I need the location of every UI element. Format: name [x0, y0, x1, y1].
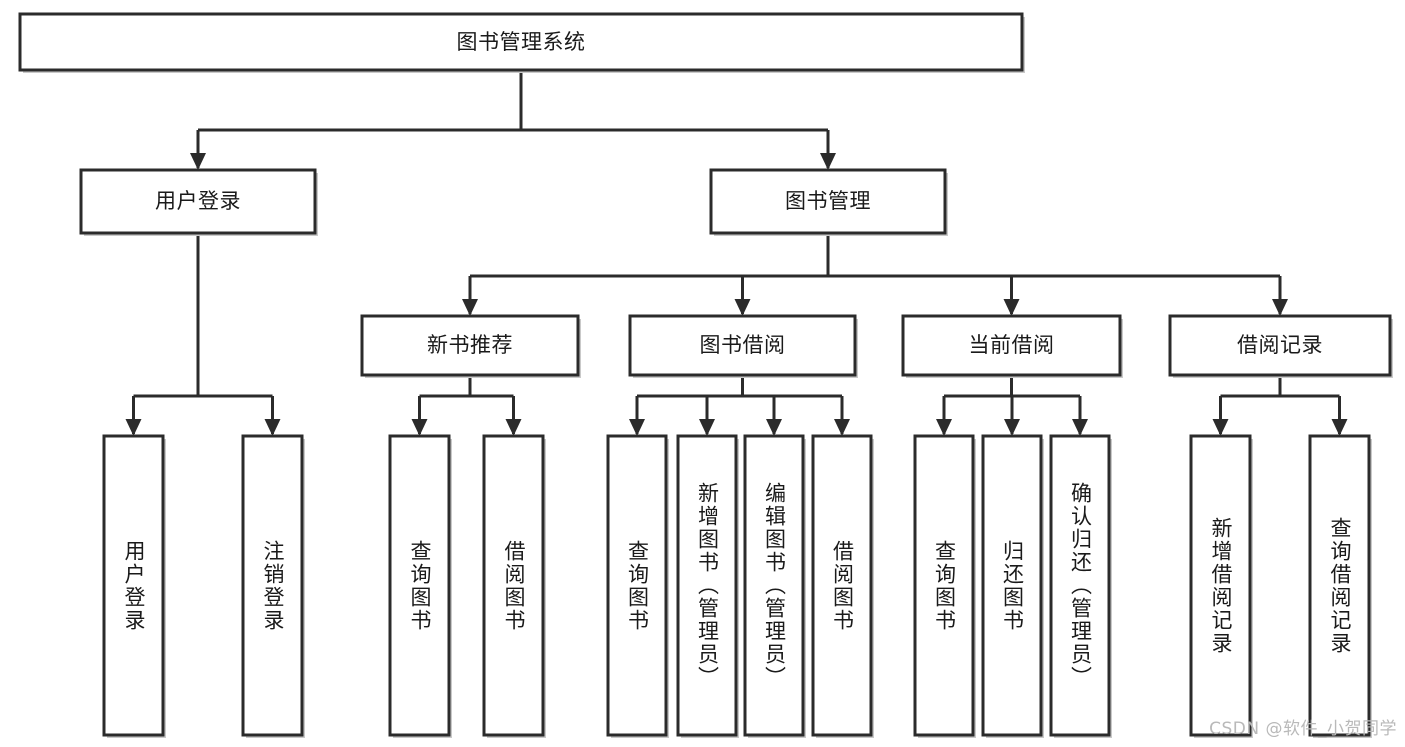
- box-layer: [18, 12, 1393, 738]
- node-box-book-borrow[interactable]: [628, 314, 857, 377]
- arrow-head-icon: [411, 419, 428, 436]
- node-box-leaf-add-book-admin[interactable]: [676, 434, 738, 737]
- arrow-head-icon: [1212, 419, 1229, 436]
- arrow-head-icon: [190, 153, 206, 170]
- node-box-leaf-borrow-books[interactable]: [811, 434, 873, 737]
- node-box-leaf-query-books-rec[interactable]: [388, 434, 451, 737]
- arrow-head-icon: [936, 419, 952, 436]
- node-box-borrow-record[interactable]: [1168, 314, 1392, 377]
- node-box-root[interactable]: [18, 12, 1024, 72]
- node-box-leaf-query-books-borrow[interactable]: [606, 434, 668, 737]
- arrow-head-icon: [820, 153, 836, 170]
- node-box-new-book-recommend[interactable]: [360, 314, 580, 377]
- arrow-head-icon: [834, 419, 850, 436]
- arrow-head-icon: [1072, 419, 1088, 436]
- arrow-head-icon: [1003, 299, 1020, 316]
- arrow-head-icon: [1331, 419, 1348, 436]
- node-box-current-borrow[interactable]: [901, 314, 1122, 377]
- node-box-leaf-user-login[interactable]: [102, 434, 165, 737]
- node-box-user-login[interactable]: [79, 168, 317, 235]
- arrow-head-icon: [699, 419, 715, 436]
- arrow-head-icon: [1004, 419, 1020, 436]
- node-box-book-management[interactable]: [709, 168, 947, 235]
- node-box-leaf-confirm-return-admin[interactable]: [1049, 434, 1111, 737]
- node-box-leaf-add-borrow-record[interactable]: [1189, 434, 1252, 737]
- node-box-leaf-borrow-books-rec[interactable]: [482, 434, 545, 737]
- arrow-head-icon: [125, 419, 142, 436]
- node-box-leaf-query-books-current[interactable]: [913, 434, 975, 737]
- node-box-leaf-user-logout[interactable]: [241, 434, 304, 737]
- arrow-head-icon: [505, 419, 522, 436]
- arrow-head-icon: [264, 419, 281, 436]
- arrow-head-icon: [766, 419, 782, 436]
- node-box-leaf-edit-book-admin[interactable]: [743, 434, 805, 737]
- arrow-head-icon: [1272, 299, 1288, 316]
- node-box-leaf-return-books[interactable]: [981, 434, 1043, 737]
- arrow-head-icon: [734, 299, 751, 316]
- arrow-head-icon: [629, 419, 645, 436]
- arrow-head-icon: [462, 299, 478, 316]
- connector-layer: [125, 70, 1348, 436]
- node-box-leaf-query-borrow-record[interactable]: [1308, 434, 1371, 737]
